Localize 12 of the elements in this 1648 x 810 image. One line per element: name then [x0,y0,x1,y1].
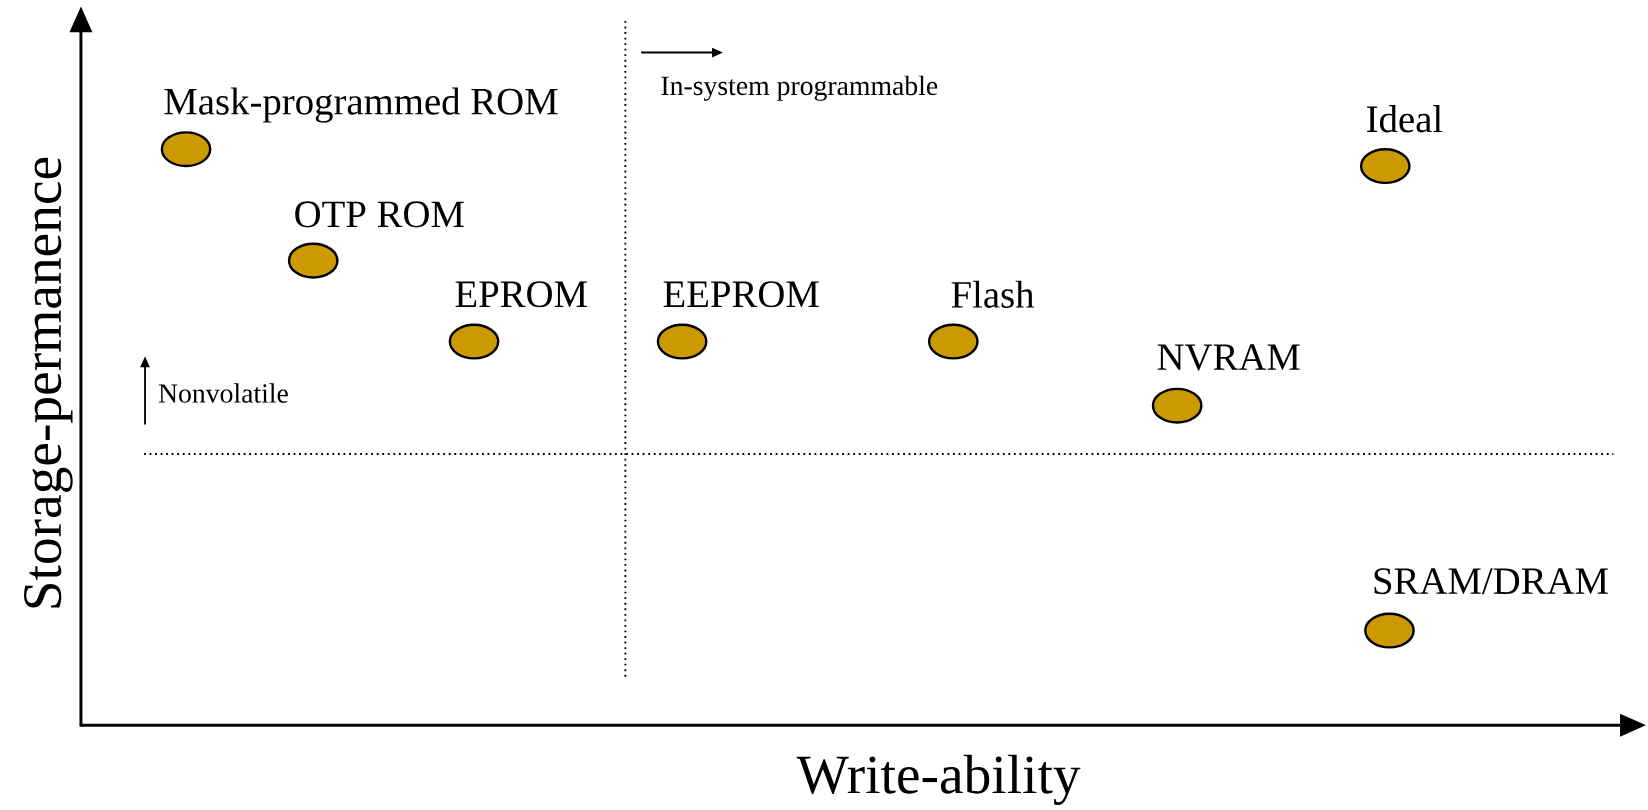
region-label: Nonvolatile [158,383,288,403]
memory-label: EEPROM [663,281,819,308]
axis-label: Write-ability [796,754,1081,805]
memory-label: Flash [951,280,1035,308]
memory-label: Ideal [1367,104,1443,133]
memory-label: NVRAM [1157,344,1300,371]
memory-label: SRAM/DRAM [1374,568,1608,595]
region-label: In-system programmable [661,75,938,101]
memory-label: OTP ROM [295,201,464,228]
axis-label: Storage-permanence [24,157,73,608]
memory-label: Mask-programmed ROM [164,87,558,123]
memory-label: EPROM [455,281,587,308]
